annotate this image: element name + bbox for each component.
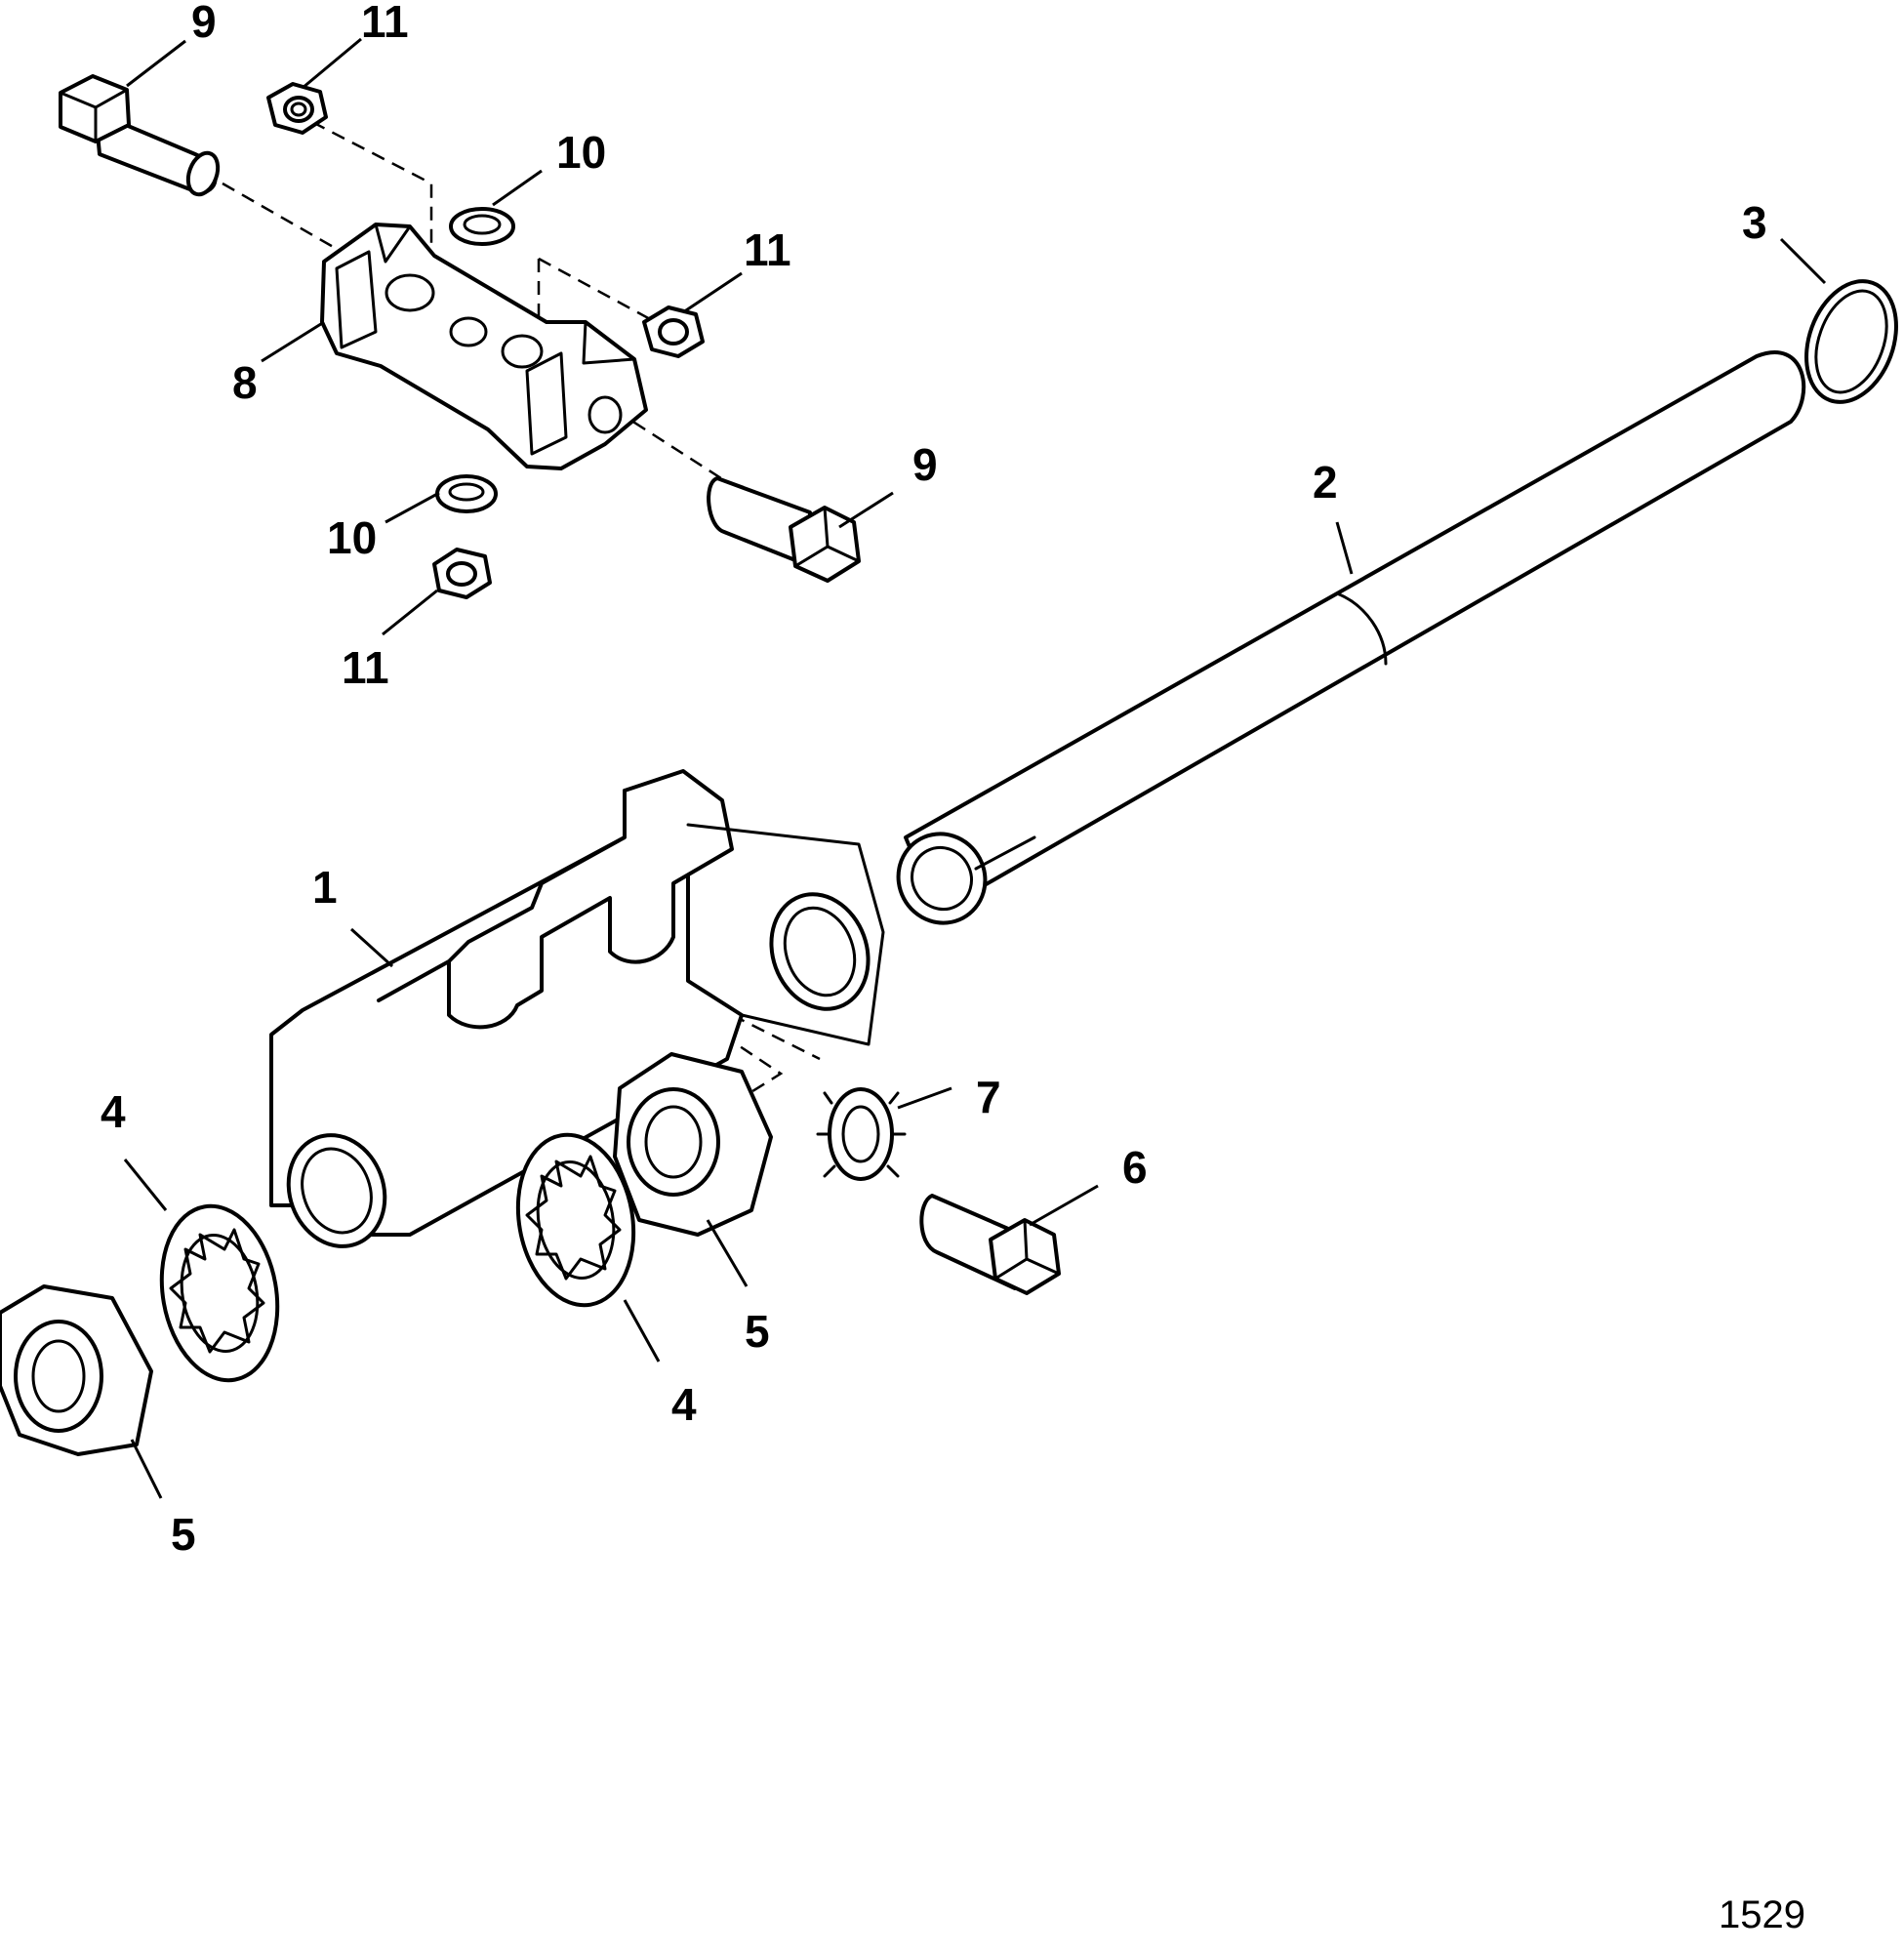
callout-6: 6 bbox=[1122, 1142, 1148, 1193]
nut-low bbox=[432, 548, 492, 599]
bolt-top bbox=[59, 74, 221, 197]
callout-5: 5 bbox=[171, 1509, 196, 1560]
callout-5: 5 bbox=[745, 1306, 770, 1357]
washer-top bbox=[449, 207, 515, 246]
callout-1: 1 bbox=[312, 862, 338, 913]
lock-washer-left bbox=[159, 1203, 280, 1383]
clamp-block bbox=[320, 223, 648, 470]
hex-nut-mid bbox=[613, 1052, 773, 1237]
callout-labels: 9 11 10 11 3 8 9 10 2 11 1 7 4 6 5 4 5 bbox=[101, 0, 1767, 1560]
bracket bbox=[269, 769, 885, 1248]
figure-number: 1529 bbox=[1719, 1893, 1805, 1936]
lock-washer-mid bbox=[515, 1132, 636, 1308]
callout-11: 11 bbox=[744, 224, 791, 275]
washer-low bbox=[435, 474, 498, 513]
bolt-low bbox=[919, 1194, 1061, 1295]
callout-2: 2 bbox=[1313, 457, 1338, 508]
hex-nut-left bbox=[0, 1284, 153, 1456]
callout-11: 11 bbox=[361, 0, 409, 47]
tube bbox=[896, 350, 1806, 925]
leader-lines bbox=[123, 37, 1827, 1499]
callout-4: 4 bbox=[101, 1086, 126, 1137]
callout-10: 10 bbox=[556, 127, 606, 178]
nut-mid bbox=[642, 305, 705, 358]
callout-4: 4 bbox=[671, 1379, 697, 1430]
callout-7: 7 bbox=[976, 1072, 1001, 1122]
star-washer bbox=[816, 1087, 907, 1181]
callout-9: 9 bbox=[191, 0, 217, 47]
callout-9: 9 bbox=[912, 439, 938, 490]
callout-3: 3 bbox=[1742, 197, 1767, 248]
o-ring bbox=[1804, 279, 1898, 404]
callout-11: 11 bbox=[342, 642, 389, 693]
callout-10: 10 bbox=[327, 512, 377, 563]
nut-top bbox=[266, 82, 328, 135]
callout-8: 8 bbox=[232, 357, 258, 408]
assembly-lines bbox=[222, 120, 821, 1100]
bolt-mid bbox=[707, 476, 861, 583]
